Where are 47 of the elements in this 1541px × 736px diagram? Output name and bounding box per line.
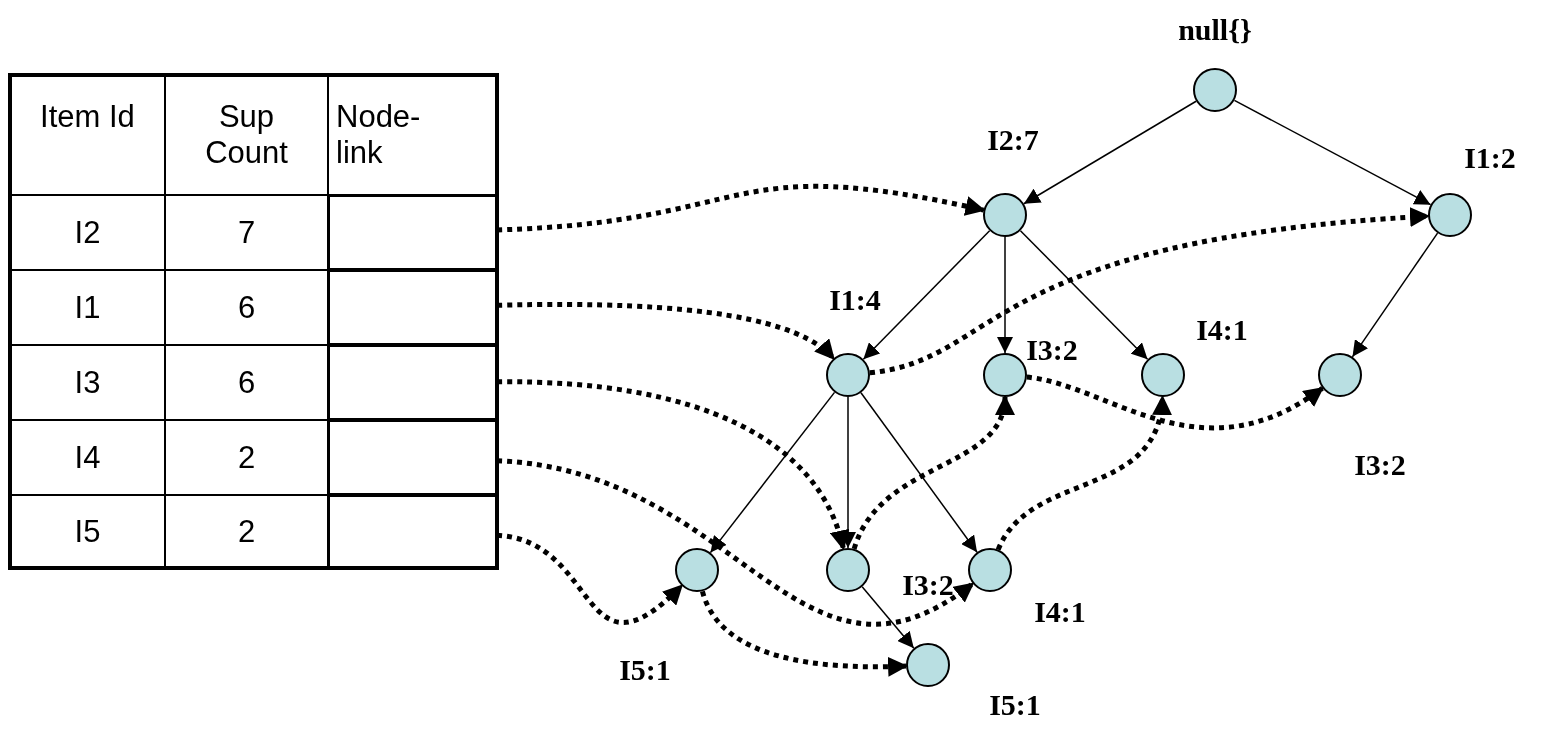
arrow — [1023, 100, 1197, 205]
dotted-arrow — [700, 590, 908, 677]
node-count-label: I2:7 — [987, 124, 1039, 156]
arrow — [1019, 229, 1149, 361]
dotted-arrow — [851, 395, 1013, 550]
node-count-label: I5:1 — [989, 689, 1041, 721]
node-count-label: I3:2 — [1354, 449, 1406, 481]
node-count-label: I1:4 — [829, 284, 881, 316]
table-text: 2 — [236, 513, 257, 550]
arrow — [861, 586, 915, 649]
dotted-arrow — [496, 458, 975, 626]
arrow — [1351, 232, 1439, 358]
node-link-cell — [328, 345, 497, 420]
node-count-label: I5:1 — [619, 654, 671, 686]
node-link-cell — [328, 195, 497, 270]
node-count-label: null{} — [1178, 14, 1252, 46]
arrow — [997, 236, 1013, 354]
table-text: 7 — [236, 214, 257, 251]
table-text: I4 — [73, 439, 102, 476]
dotted-arrow — [496, 379, 848, 551]
table-text: 6 — [236, 289, 257, 326]
node-link-cell — [328, 495, 497, 568]
node-link-cell — [328, 420, 497, 495]
column-header: Sup Count — [204, 99, 289, 171]
table-text: 6 — [236, 364, 257, 401]
dotted-arrow — [496, 184, 986, 233]
table-text: I2 — [73, 214, 102, 251]
table-text: I1 — [73, 289, 102, 326]
table-text: I3 — [73, 364, 102, 401]
arrow — [709, 391, 836, 554]
arrow — [862, 229, 991, 361]
node-count-label: I4:1 — [1196, 314, 1248, 346]
table-text: I5 — [73, 513, 102, 550]
node-count-label: I1:2 — [1464, 142, 1516, 174]
node-count-label: I4:1 — [1034, 596, 1086, 628]
table-text: 2 — [236, 439, 257, 476]
dotted-arrow — [996, 395, 1170, 551]
dotted-arrow — [496, 532, 684, 625]
column-header: Item Id — [39, 99, 136, 135]
arrow — [860, 392, 978, 553]
node-count-label: I3:2 — [1026, 334, 1078, 366]
dotted-arrow — [496, 302, 836, 361]
node-count-label: I3:2 — [902, 569, 954, 601]
column-header: Node-link — [336, 99, 422, 171]
dotted-arrow — [1026, 374, 1325, 431]
node-link-cell — [328, 270, 497, 345]
arrow — [1233, 99, 1432, 206]
